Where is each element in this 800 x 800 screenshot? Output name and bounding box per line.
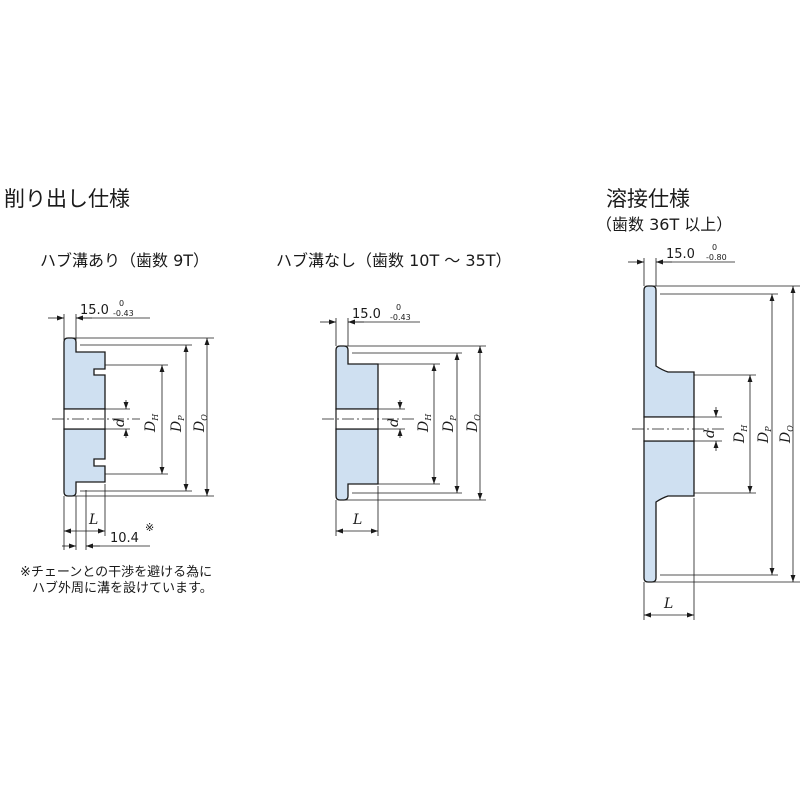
subtitle-welded-teeth: （歯数 36T 以上） (596, 215, 732, 234)
tol-lower-nogroove: -0.43 (390, 313, 411, 322)
sprocket-section-groove-top (63, 337, 106, 410)
sprocket-section-welded-top (643, 285, 695, 418)
label-hub-dia-nogroove: D (416, 421, 432, 433)
tol-upper-welded: 0 (712, 243, 717, 252)
sprocket-section-nogroove-top (335, 345, 379, 410)
tol-upper-nogroove: 0 (396, 303, 401, 312)
svg-text:DP: DP (756, 426, 773, 444)
svg-text:DH: DH (143, 413, 160, 433)
label-pitch-dia-welded: D (756, 432, 772, 444)
label-bore-d-nogroove: d (386, 418, 402, 427)
note-line-1: ※チェーンとの干渉を避ける為に (20, 564, 212, 580)
label-pitch-dia-sub-groove: P (177, 415, 186, 422)
figure-no-groove: 15.0 0 -0.43 d DH DP DO L (320, 303, 486, 536)
svg-text:DO: DO (778, 425, 795, 444)
label-hub-dia-sub-groove: H (151, 413, 160, 422)
tol-lower-welded: -0.80 (706, 253, 727, 262)
label-outer-dia-sub-welded: O (786, 425, 795, 432)
dim-thickness-welded: 15.0 (666, 247, 695, 262)
label-hub-dia-groove: D (143, 421, 159, 433)
label-outer-dia-groove: D (192, 421, 208, 433)
label-outer-dia-welded: D (778, 432, 794, 444)
tol-lower-groove: -0.43 (113, 309, 134, 318)
label-bore-d-groove: d (112, 418, 128, 427)
svg-text:DH: DH (416, 413, 433, 433)
label-outer-dia-sub-groove: O (200, 414, 209, 421)
label-pitch-dia-sub-welded: P (764, 426, 773, 433)
title-machined: 削り出し仕様 (4, 187, 130, 211)
svg-text:DO: DO (192, 414, 209, 433)
label-outer-dia-nogroove: D (465, 421, 481, 433)
label-outer-dia-sub-nogroove: O (473, 414, 482, 421)
label-hub-dia-sub-welded: H (740, 424, 749, 433)
sprocket-section-nogroove-bottom (335, 428, 379, 501)
svg-text:DH: DH (732, 424, 749, 444)
svg-text:DP: DP (169, 415, 186, 433)
dim-thickness-nogroove: 15.0 (352, 307, 381, 322)
note-line-2: ハブ外周に溝を設けています。 (32, 580, 213, 596)
svg-text:DP: DP (441, 415, 458, 433)
label-pitch-dia-sub-nogroove: P (449, 415, 458, 422)
label-pitch-dia-groove: D (169, 421, 185, 433)
label-length-groove: L (88, 512, 98, 528)
dim-thickness-groove: 15.0 (80, 303, 109, 318)
svg-text:DO: DO (465, 414, 482, 433)
variant-title-no-groove: ハブ溝なし（歯数 10T ～ 35T） (276, 251, 512, 270)
title-welded: 溶接仕様 (606, 187, 690, 211)
label-hub-dia-welded: D (732, 432, 748, 444)
figure-hub-groove: 15.0 0 -0.43 d DH DP DO L 10.4 ※ (48, 299, 214, 550)
sprocket-section-groove-bottom (63, 428, 106, 497)
dim-groove-mark: ※ (145, 521, 154, 534)
tol-upper-groove: 0 (119, 299, 124, 308)
label-length-welded: L (663, 596, 673, 612)
label-pitch-dia-nogroove: D (441, 421, 457, 433)
variant-title-hub-groove: ハブ溝あり（歯数 9T） (40, 251, 209, 270)
dim-groove-width: 10.4 (110, 531, 139, 546)
label-length-nogroove: L (352, 512, 362, 528)
label-bore-d-welded: d (702, 429, 718, 438)
label-hub-dia-sub-nogroove: H (424, 413, 433, 422)
sprocket-section-welded-bottom (643, 440, 695, 583)
figure-welded: 15.0 0 -0.80 d DH DP DO L (628, 243, 800, 620)
